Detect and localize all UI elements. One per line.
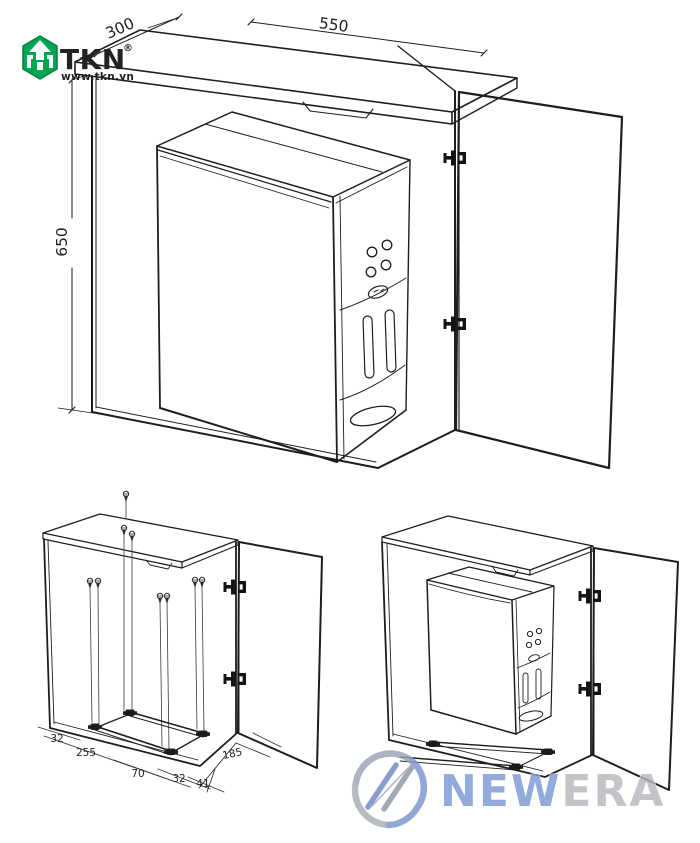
screw-icon bbox=[120, 524, 128, 536]
cabinet-top-panel bbox=[74, 29, 518, 125]
cabinet-body bbox=[43, 538, 240, 767]
dim-label-32-right: 32 bbox=[172, 773, 185, 785]
screw-icon bbox=[156, 592, 164, 604]
newera-circle-n-icon bbox=[351, 750, 428, 829]
dim-label-41: 41 bbox=[196, 778, 209, 790]
control-buttons bbox=[525, 627, 543, 649]
cabinet-body bbox=[381, 541, 595, 778]
screw-icon bbox=[122, 490, 130, 502]
tkn-wordmark: TKN bbox=[60, 43, 126, 76]
rice-dispenser bbox=[156, 111, 411, 463]
dispenser-lid bbox=[156, 111, 411, 209]
panel-notch bbox=[491, 565, 519, 577]
dispenser-lid bbox=[426, 566, 555, 601]
screw-icon bbox=[191, 576, 199, 588]
grain-window bbox=[362, 315, 375, 379]
registered-mark: ® bbox=[123, 43, 133, 54]
newera-logo: NEWERA bbox=[351, 750, 665, 829]
dim-label-32-left: 32 bbox=[50, 733, 63, 745]
rail-dimensions: 32 255 70 32 41 185 bbox=[37, 726, 282, 793]
cabinet-door bbox=[443, 90, 624, 470]
dim-label-185: 185 bbox=[221, 746, 243, 762]
hinge-icon bbox=[578, 681, 602, 697]
tkn-logo: TKN ® www.tkn.vn bbox=[22, 35, 134, 83]
cabinet-door bbox=[223, 541, 323, 769]
dim-label-70: 70 bbox=[131, 768, 144, 780]
dim-label-650: 650 bbox=[53, 227, 71, 257]
right-panel-top-edge bbox=[397, 45, 456, 92]
drop-line bbox=[194, 586, 198, 730]
tkn-website: www.tkn.vn bbox=[61, 71, 134, 83]
mounting-rails bbox=[88, 709, 210, 756]
dim-label-550: 550 bbox=[318, 14, 350, 36]
hinge-icon bbox=[443, 316, 467, 332]
cabinet-body bbox=[91, 45, 460, 469]
screw-icon bbox=[128, 530, 136, 542]
drop-line bbox=[166, 602, 170, 750]
cabinet-top-panel bbox=[381, 515, 594, 577]
rail-bracket-icon bbox=[123, 709, 137, 716]
dispenser-control-panel bbox=[339, 239, 407, 427]
drop-line bbox=[97, 587, 100, 727]
drop-line bbox=[159, 602, 163, 747]
dimension-height-650: 650 bbox=[53, 74, 101, 415]
screw-icon bbox=[163, 592, 171, 604]
rail-bracket-icon bbox=[88, 723, 102, 730]
drop-line bbox=[201, 586, 205, 733]
hinge-icon bbox=[443, 150, 467, 166]
dispenser-body bbox=[156, 145, 411, 463]
control-buttons bbox=[365, 239, 393, 278]
rice-dispenser-small bbox=[426, 566, 555, 735]
left-side-panel bbox=[381, 541, 390, 741]
cabinet-top-panel bbox=[42, 513, 239, 570]
drop-line bbox=[89, 587, 93, 723]
screw-icon bbox=[198, 576, 206, 588]
screw-icon bbox=[86, 577, 94, 589]
grain-window bbox=[535, 668, 542, 700]
panel-notch bbox=[145, 559, 173, 570]
drawer-handle bbox=[518, 710, 544, 722]
screw-icon bbox=[94, 577, 102, 589]
left-side-panel bbox=[43, 538, 51, 729]
hinge-icon bbox=[578, 588, 602, 604]
hinge-icon bbox=[223, 579, 247, 595]
drawer-handle bbox=[349, 405, 397, 427]
grain-window bbox=[384, 309, 397, 373]
tkn-arrow-icon bbox=[27, 40, 53, 70]
cabinet-floor bbox=[49, 727, 238, 767]
cabinet-door bbox=[578, 547, 679, 791]
mounting-screws bbox=[86, 490, 206, 750]
dimension-width-550: 550 bbox=[247, 14, 488, 57]
mounting-rails bbox=[399, 740, 555, 771]
main-assembly-drawing: 300 550 650 bbox=[53, 13, 624, 470]
newera-wordmark: NEWERA bbox=[440, 766, 665, 817]
panel-notch bbox=[302, 101, 374, 119]
grain-window bbox=[522, 672, 529, 704]
dim-label-255: 255 bbox=[76, 747, 96, 759]
cabinet-floor bbox=[91, 411, 456, 469]
installation-drawing: 32 255 70 32 41 185 bbox=[37, 490, 323, 793]
hinge-icon bbox=[223, 671, 247, 687]
cabinet-floor bbox=[388, 739, 593, 778]
mounted-result-drawing bbox=[381, 515, 679, 791]
